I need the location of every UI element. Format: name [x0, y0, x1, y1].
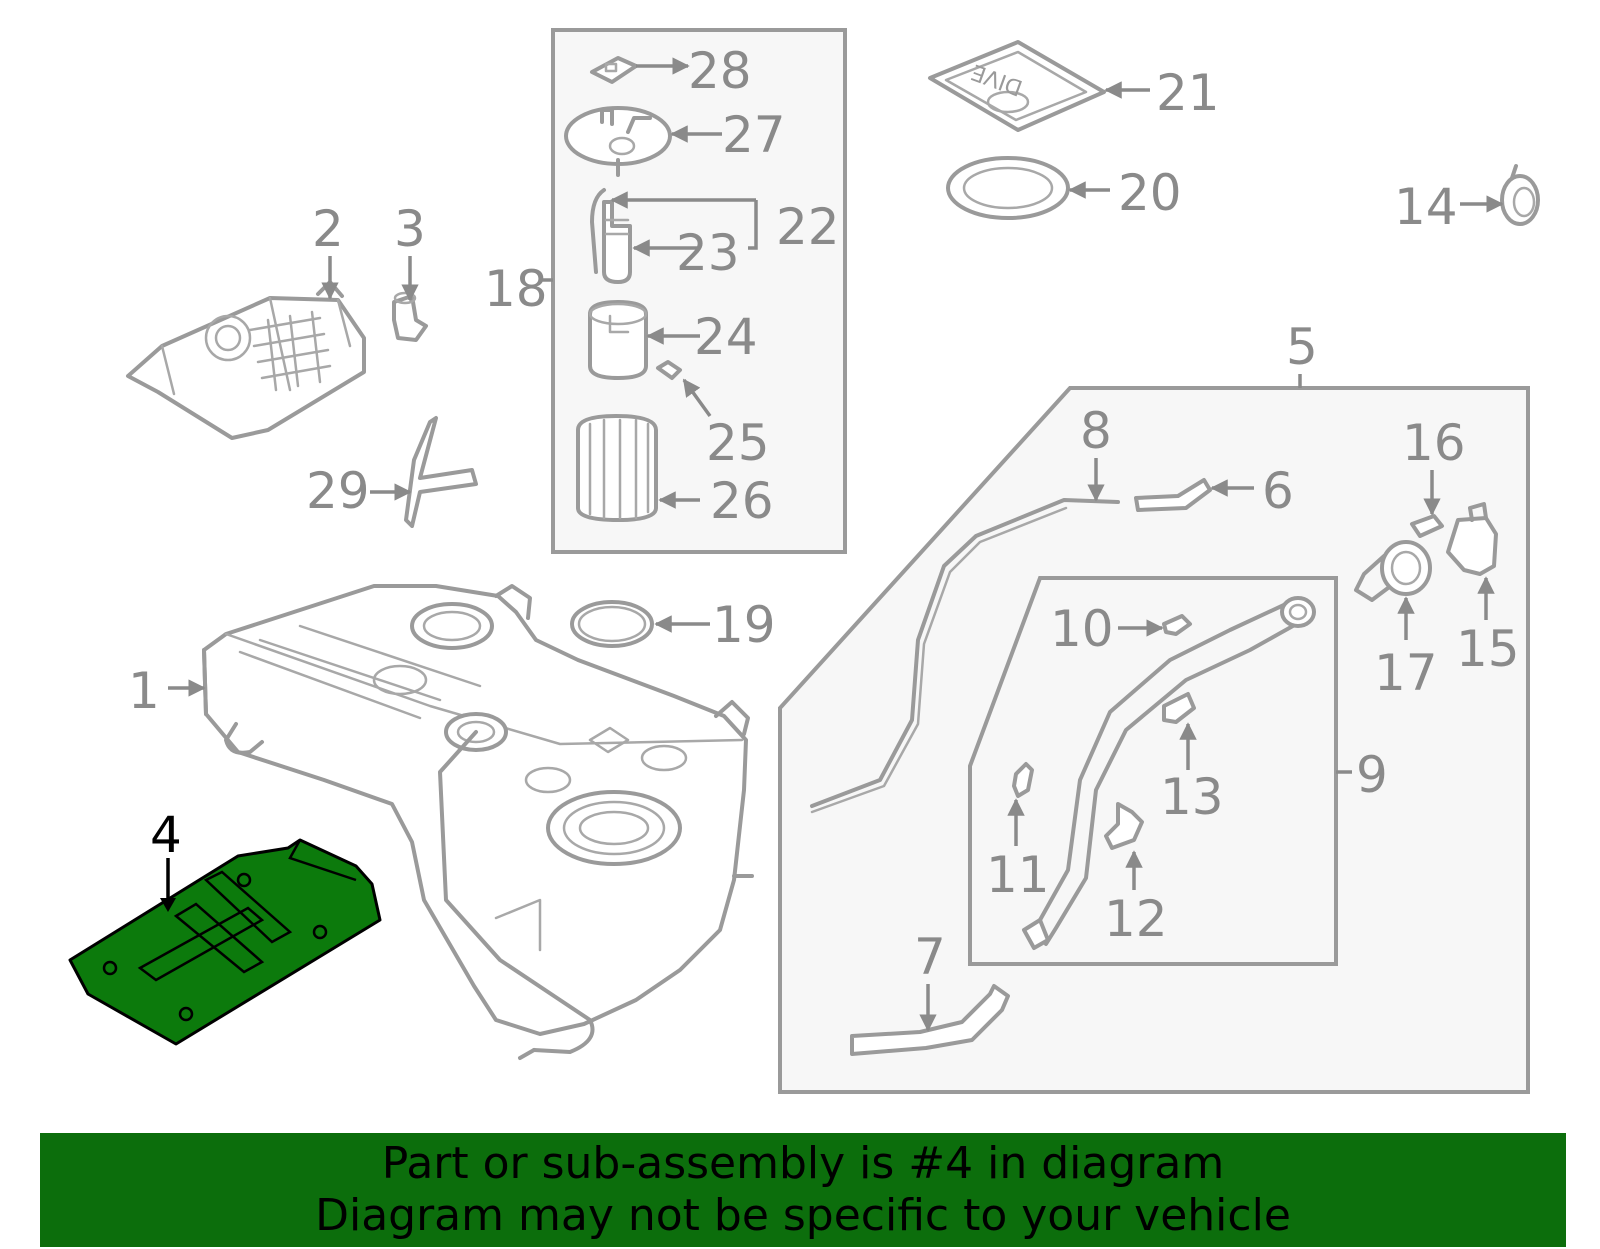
- part-16-clip[interactable]: [1410, 514, 1444, 538]
- part-8-vent-tube[interactable]: [810, 498, 1120, 814]
- part-14-cap[interactable]: [1500, 164, 1540, 226]
- callout-3[interactable]: 3: [394, 200, 426, 258]
- part-25-fitting[interactable]: [656, 360, 682, 380]
- callout-27[interactable]: 27: [722, 106, 786, 164]
- part-10-clip[interactable]: [1162, 614, 1192, 636]
- callout-10[interactable]: 10: [1050, 600, 1114, 658]
- callout-17[interactable]: 17: [1374, 644, 1438, 702]
- callout-9[interactable]: 9: [1356, 746, 1388, 804]
- part-29-bracket[interactable]: [404, 416, 478, 528]
- part-17-filler-housing[interactable]: [1354, 540, 1432, 602]
- callout-14[interactable]: 14: [1394, 178, 1458, 236]
- callout-15[interactable]: 15: [1456, 620, 1520, 678]
- part-26-basket[interactable]: [576, 414, 658, 522]
- callout-24[interactable]: 24: [694, 308, 758, 366]
- leader-lines: [160, 57, 1504, 1032]
- callout-16[interactable]: 16: [1402, 414, 1466, 472]
- part-27-flange[interactable]: [564, 106, 672, 177]
- callout-5[interactable]: 5: [1286, 318, 1318, 376]
- part-23-pump[interactable]: [590, 188, 632, 284]
- callout-28[interactable]: 28: [688, 42, 752, 100]
- part-15-valve[interactable]: [1446, 502, 1498, 576]
- callout-18[interactable]: 18: [484, 260, 548, 318]
- callout-26[interactable]: 26: [710, 472, 774, 530]
- callout-8[interactable]: 8: [1080, 402, 1112, 460]
- callout-19[interactable]: 19: [712, 596, 776, 654]
- part-21-gasket[interactable]: DIVE: [928, 40, 1106, 132]
- banner-line-2: Diagram may not be specific to your vehi…: [315, 1190, 1291, 1241]
- part-20-lock-ring[interactable]: [946, 156, 1070, 220]
- banner-line-1: Part or sub-assembly is #4 in diagram: [381, 1138, 1225, 1189]
- part-13-clip[interactable]: [1162, 692, 1196, 724]
- callout-23[interactable]: 23: [676, 224, 740, 282]
- callout-labels: 28 27 22 23 18 24 25 26 21 20 14 2 3 29 …: [128, 42, 1520, 986]
- callout-11[interactable]: 11: [986, 846, 1050, 904]
- part-19-o-ring[interactable]: [570, 600, 654, 648]
- part-7-hose[interactable]: [850, 984, 1010, 1056]
- part-12-bracket[interactable]: [1104, 802, 1144, 850]
- callout-25[interactable]: 25: [706, 414, 770, 472]
- part-24-reservoir[interactable]: [588, 300, 648, 380]
- part-3-valve[interactable]: [392, 291, 428, 342]
- part-11-clip[interactable]: [1012, 762, 1034, 798]
- callout-12[interactable]: 12: [1104, 890, 1168, 948]
- callout-13[interactable]: 13: [1160, 768, 1224, 826]
- callout-20[interactable]: 20: [1118, 164, 1182, 222]
- callout-29[interactable]: 29: [306, 462, 370, 520]
- callout-21[interactable]: 21: [1156, 64, 1220, 122]
- part-6-hose[interactable]: [1134, 478, 1212, 512]
- callout-1[interactable]: 1: [128, 662, 160, 720]
- callout-2[interactable]: 2: [312, 200, 344, 258]
- callout-22[interactable]: 22: [776, 198, 840, 256]
- part-1-fuel-tank[interactable]: [202, 584, 754, 1060]
- callout-7[interactable]: 7: [914, 928, 946, 986]
- callout-4[interactable]: 4: [150, 806, 182, 864]
- callout-6[interactable]: 6: [1262, 462, 1294, 520]
- part-4-heat-shield[interactable]: [68, 838, 382, 1046]
- part-9-filler-neck[interactable]: [1022, 596, 1316, 950]
- info-banner: Part or sub-assembly is #4 in diagram Di…: [40, 1133, 1566, 1247]
- part-2-canister[interactable]: [126, 280, 366, 440]
- filler-neck-box: [968, 576, 1352, 966]
